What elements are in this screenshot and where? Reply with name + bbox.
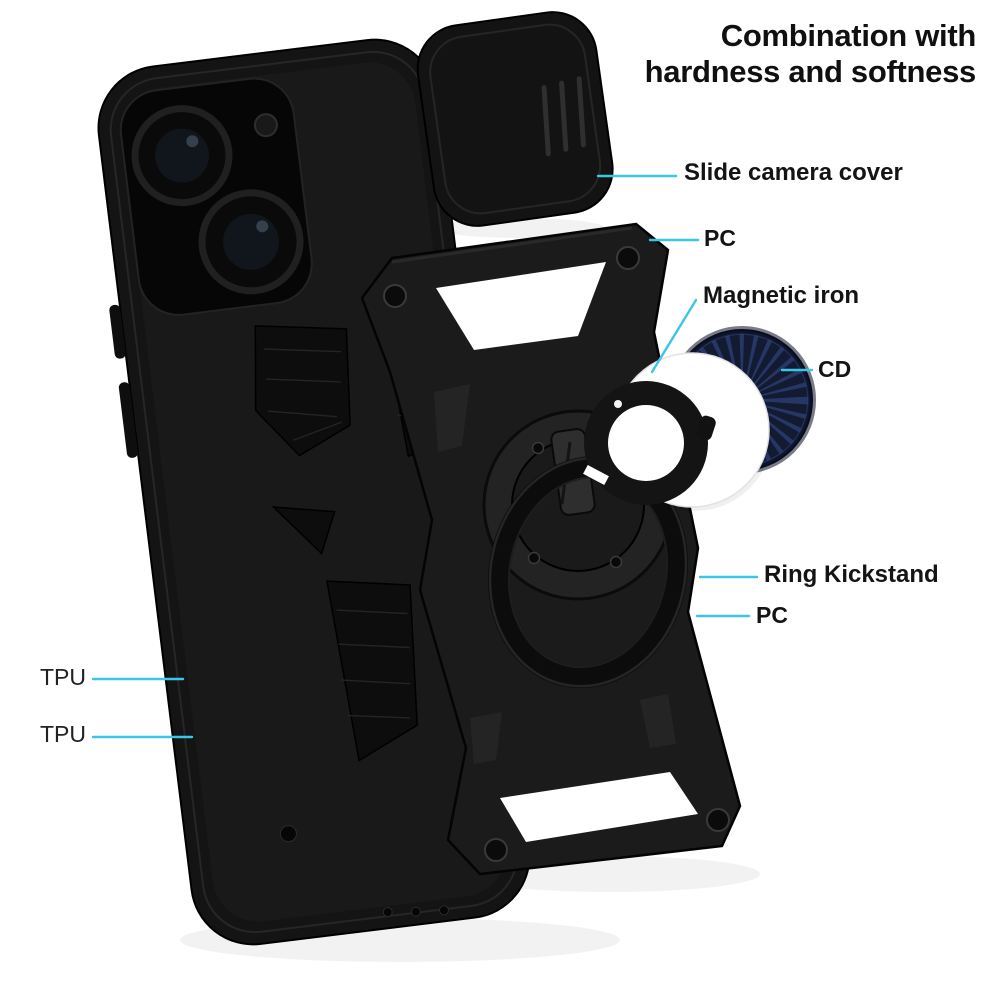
case-bottom-holes — [279, 825, 449, 918]
leader-magnetic-iron — [650, 298, 698, 374]
cover-grip-slits — [541, 76, 586, 157]
ring-tab — [696, 415, 716, 441]
camera-module — [119, 77, 313, 316]
slide-camera-cover-illustration — [416, 11, 614, 227]
page-title-line-2: hardness and softness — [644, 53, 977, 89]
magnetic-ring-illustration — [583, 381, 716, 505]
plate-top-bevel — [391, 226, 633, 264]
page-title: Combination with hardness and softness — [644, 18, 977, 90]
leader-lines — [91, 174, 814, 739]
callout-magnetic-iron: Magnetic iron — [703, 282, 860, 309]
lens-highlight-2 — [256, 220, 269, 233]
callout-pc-bottom: PC — [756, 602, 788, 628]
callout-cd: CD — [818, 356, 852, 382]
ring-gap — [583, 464, 609, 486]
callout-pc-top: PC — [704, 225, 736, 251]
side-button-power — [118, 382, 138, 458]
side-button-volume — [109, 304, 126, 359]
ring-highlight — [614, 400, 622, 408]
page-title-line-1: Combination with — [720, 18, 977, 53]
callout-slide-camera-cover: Slide camera cover — [684, 159, 903, 186]
plate-top-cutout — [436, 262, 606, 350]
plate-bottom-cutout — [500, 772, 698, 842]
callout-tpu-lower: TPU — [40, 721, 86, 747]
callout-ring-kickstand: Ring Kickstand — [764, 561, 939, 588]
plate-screw-holes — [383, 246, 730, 862]
callout-tpu-upper: TPU — [40, 664, 86, 690]
camera-flash — [253, 113, 278, 138]
lens-highlight-1 — [186, 135, 199, 148]
